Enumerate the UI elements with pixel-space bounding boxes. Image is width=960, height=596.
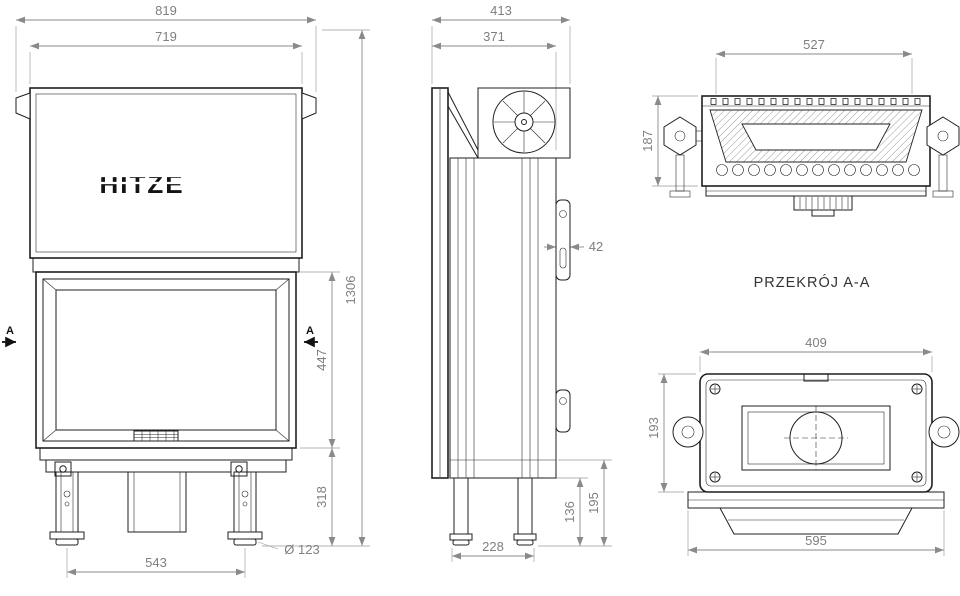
section-marker-right-label: A	[306, 325, 314, 337]
hood-base-band	[32, 257, 300, 273]
dim-label-door-height: 447	[314, 349, 329, 371]
body-panels	[449, 157, 557, 479]
dim-label-base-width: 595	[805, 533, 827, 548]
dim-front-inner-width: 719	[29, 29, 303, 84]
dim-side-foot-span: 228	[451, 539, 535, 562]
door-handle-grill	[133, 430, 179, 442]
louver-row	[710, 98, 922, 105]
dim-front-door-height: 447	[300, 271, 340, 449]
dim-bottom-width: 409	[699, 335, 933, 372]
dim-label-bottom-depth: 193	[646, 417, 661, 439]
bottom-view: 409 193 595	[646, 335, 960, 556]
top-notch	[803, 373, 829, 382]
dim-label-section-width: 527	[803, 37, 825, 52]
rib-row	[716, 164, 920, 176]
dim-label-foot-diameter: Ø 123	[284, 542, 319, 557]
brand-logo: HITZE	[99, 169, 184, 199]
dim-section-depth: 187	[640, 95, 698, 187]
firebox-walls-hatched	[709, 109, 923, 163]
flue-fan	[492, 90, 556, 154]
dim-section-width: 527	[715, 37, 913, 94]
base-plate	[45, 459, 287, 473]
side-knob-left	[672, 416, 704, 448]
dim-label-foot-span: 543	[145, 555, 167, 570]
dim-label-outer-depth: 413	[490, 3, 512, 18]
flue-circle	[784, 406, 848, 470]
dim-side-plinth-height: 195	[558, 459, 612, 546]
hood-right-bracket	[301, 92, 317, 120]
mounting-bracket-upper	[555, 199, 571, 281]
dim-front-foot-diameter: Ø 123	[257, 541, 320, 557]
dim-side-outer-depth: 413	[431, 3, 571, 84]
dim-side-bracket-offset: 42	[544, 239, 603, 254]
adjuster-hex-right	[926, 116, 960, 198]
dim-front-outer-width: 819	[15, 3, 317, 92]
dim-label-bracket-offset: 42	[589, 239, 603, 254]
adjuster-hex-left	[663, 116, 702, 198]
fan-spokes	[494, 92, 554, 152]
leg-mounts	[54, 461, 248, 477]
feet	[49, 531, 263, 546]
hood-left-bracket	[15, 92, 31, 120]
corner-screws	[709, 383, 923, 483]
side-view: 413 371 42 136 195 228	[431, 3, 612, 562]
dim-bottom-depth: 193	[646, 373, 696, 493]
dim-label-inner-width: 719	[155, 29, 177, 44]
pedestal	[719, 507, 913, 535]
mounting-bracket-lower	[555, 389, 571, 433]
dim-front-foot-span: 543	[66, 548, 246, 578]
side-body	[431, 87, 571, 546]
hood-inner-line	[35, 93, 297, 253]
bottom-body	[672, 373, 960, 535]
dim-front-plinth-height: 318	[314, 448, 336, 546]
section-grate	[793, 195, 853, 217]
front-body: HITZE	[15, 87, 317, 546]
center-pedestal	[127, 471, 187, 533]
section-title: PRZEKRÓJ A-A	[754, 274, 871, 291]
door-frame-outer	[35, 271, 297, 449]
legs	[55, 471, 257, 533]
door-glass	[55, 289, 277, 431]
dim-label-plinth-height-side: 195	[586, 492, 601, 514]
dim-label-total-height: 1306	[343, 276, 358, 305]
dim-side-body-depth: 371	[432, 29, 557, 150]
dim-label-section-depth: 187	[640, 130, 655, 152]
section-body	[663, 95, 960, 217]
lower-band	[39, 447, 293, 461]
section-marker-left-label: A	[6, 325, 14, 337]
dim-label-plinth-height: 318	[314, 486, 329, 508]
dim-label-bottom-width: 409	[805, 335, 827, 350]
dim-bottom-base-width: 595	[687, 510, 945, 556]
side-knob-right	[928, 416, 960, 448]
section-cut-markers: A A	[2, 325, 318, 348]
side-legs	[449, 477, 537, 546]
dim-front-total-height: 1306	[262, 29, 370, 547]
front-view: 819 719 1306 447 318 543	[2, 3, 370, 578]
dim-label-foot-span-side: 228	[482, 539, 504, 554]
dim-label-outer-width: 819	[155, 3, 177, 18]
dim-label-body-depth: 371	[483, 29, 505, 44]
dim-label-leg-height: 136	[562, 501, 577, 523]
door-frame-inner	[42, 278, 290, 442]
section-aa-view: 527 187	[640, 37, 960, 291]
